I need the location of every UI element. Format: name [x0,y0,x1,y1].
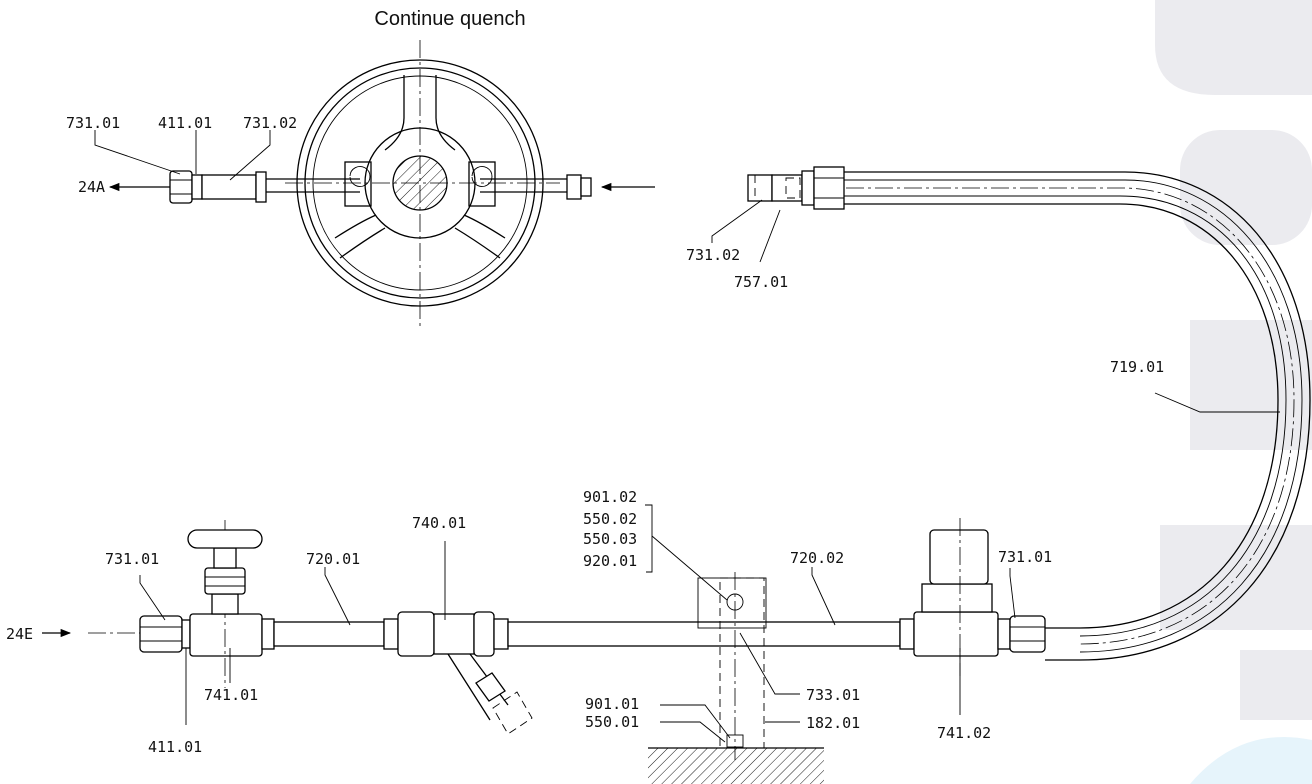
label-550-03: 550.03 [583,530,637,548]
label-720-01: 720.01 [306,550,360,568]
label-411-01-bottom: 411.01 [148,738,202,756]
label-550-02: 550.02 [583,510,637,528]
leader-lines [94,130,1280,743]
label-24A: 24A [78,178,105,196]
drawing-title: Continue quench [374,8,526,30]
label-182-01: 182.01 [806,714,860,732]
label-757-01: 757.01 [734,273,788,291]
label-741-01: 741.01 [204,686,258,704]
label-740-01: 740.01 [412,514,466,532]
label-733-01: 733.01 [806,686,860,704]
label-731-02-top: 731.02 [243,114,297,132]
label-731-01-right: 731.01 [998,548,1052,566]
label-731-02-right: 731.02 [686,246,740,264]
label-411-01-top: 411.01 [158,114,212,132]
label-731-01-top: 731.01 [66,114,120,132]
label-720-02: 720.02 [790,549,844,567]
label-719-01: 719.01 [1110,358,1164,376]
label-901-02: 901.02 [583,488,637,506]
label-920-01: 920.01 [583,552,637,570]
label-24E: 24E [6,625,33,643]
label-550-01: 550.01 [585,713,639,731]
label-901-01: 901.01 [585,695,639,713]
seal-cover-view [265,40,567,330]
label-741-02: 741.02 [937,724,991,742]
watermark-logo [1155,0,1312,784]
hose-assembly [747,166,1311,661]
label-731-01-left: 731.01 [105,550,159,568]
top-left-fittings [108,170,655,204]
